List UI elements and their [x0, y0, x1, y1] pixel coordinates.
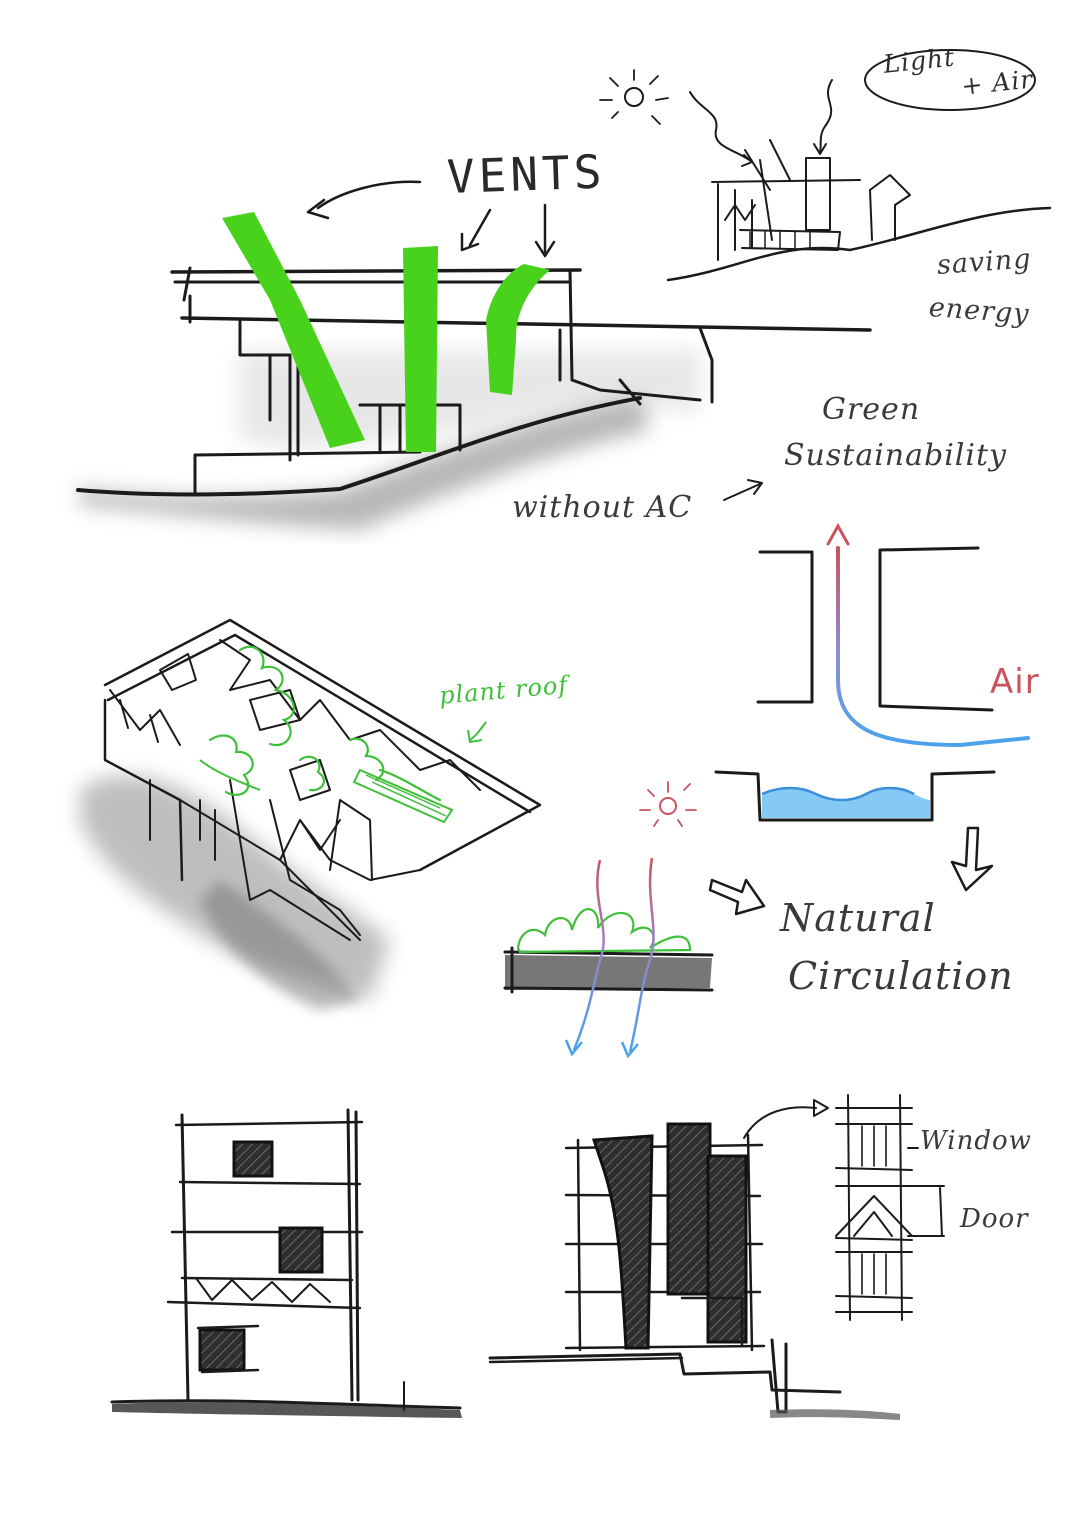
elevation-right: [488, 1099, 900, 1420]
natural-label: Natural: [780, 896, 936, 940]
sustainability-label: Sustainability: [784, 438, 1008, 473]
window-label: Window: [920, 1126, 1032, 1156]
air-label: Air: [990, 662, 1040, 702]
vents-label: VENTS: [446, 144, 607, 204]
plant-roof-isometric: [80, 618, 542, 1010]
green-label: Green: [822, 392, 921, 427]
saving-label: saving: [936, 243, 1033, 281]
natural-circulation-diagram: [503, 781, 766, 1059]
elevation-left: [110, 1108, 462, 1418]
section-vents-sketch: [76, 180, 872, 530]
window-door-detail: [835, 1094, 945, 1321]
without-ac-label: without AC: [512, 490, 693, 525]
arrow-down-icon: [950, 826, 994, 892]
air-chimney-diagram: [714, 522, 1030, 822]
door-label: Door: [960, 1204, 1029, 1234]
light-air-sketch: [599, 49, 1052, 282]
circulation-label: Circulation: [788, 954, 1014, 998]
arrow-to-sustainability: [723, 483, 761, 501]
